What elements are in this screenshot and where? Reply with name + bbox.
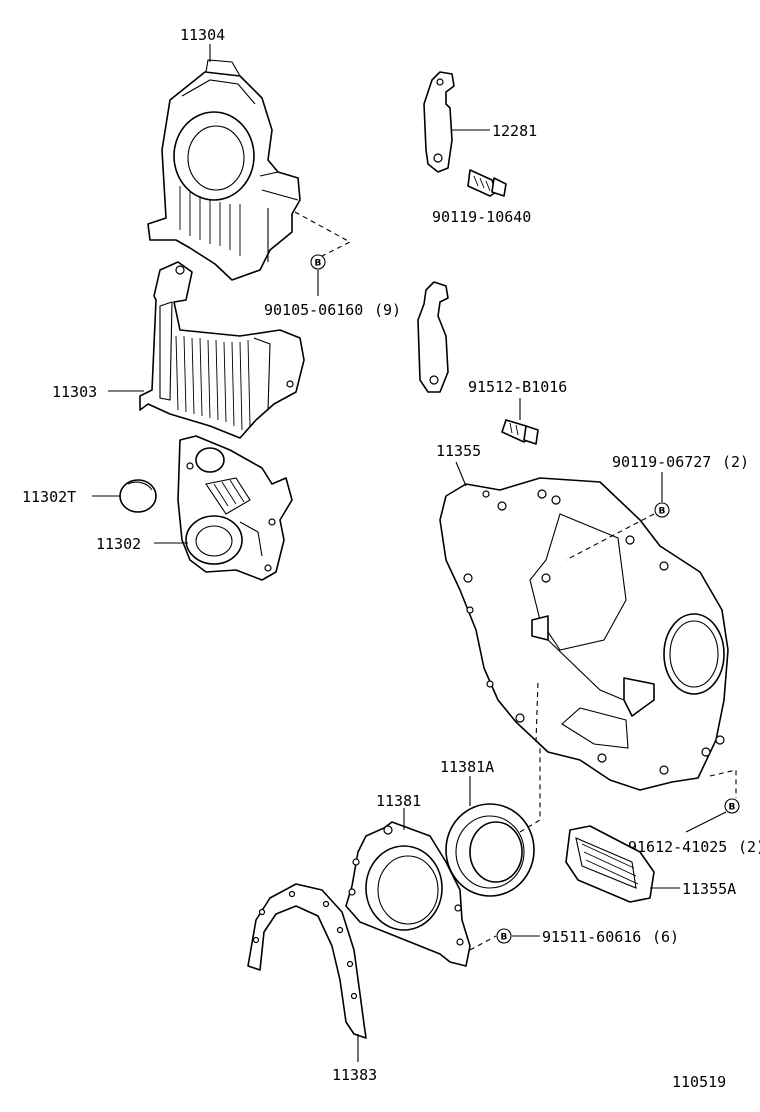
qty-90119-06727: (2)	[722, 453, 749, 471]
leader-91612-41025-dash	[709, 769, 737, 798]
label-91511-60616: 91511-60616	[542, 928, 641, 946]
leader-11381A-dash	[519, 744, 541, 833]
leader-91511-60616-dash	[469, 935, 497, 951]
badge-b-90105-06160: B	[310, 254, 326, 270]
part-11302-lower-cover[interactable]	[177, 435, 293, 581]
leader-90119-06727-dash	[565, 513, 655, 561]
label-91612-41025: 91612-41025	[628, 838, 727, 856]
part-11302T-plug[interactable]	[119, 479, 157, 513]
label-11383: 11383	[332, 1066, 377, 1084]
leader-91612-41025	[685, 811, 727, 833]
leader-11355	[455, 461, 467, 487]
label-11381A: 11381A	[440, 758, 494, 776]
badge-b-90119-06727: B	[654, 502, 670, 518]
svg-text:B: B	[315, 259, 322, 269]
label-11304: 11304	[180, 26, 225, 44]
svg-text:B: B	[659, 507, 666, 517]
label-11355: 11355	[436, 442, 481, 460]
badge-b-91612-41025: B	[724, 798, 740, 814]
label-90119-10640: 90119-10640	[432, 208, 531, 226]
qty-91612-41025: (2)	[738, 838, 760, 856]
part-11355A-cover-plate[interactable]	[565, 825, 655, 903]
part-bracket-lower[interactable]	[417, 281, 449, 393]
label-11302: 11302	[96, 535, 141, 553]
part-12281-bracket[interactable]	[423, 71, 455, 173]
part-91512-B1016-bolt[interactable]	[501, 419, 539, 445]
part-11303-middle-cover[interactable]	[139, 261, 305, 439]
qty-91511-60616: (6)	[652, 928, 679, 946]
label-12281: 12281	[492, 122, 537, 140]
figure-id: 110519	[672, 1073, 726, 1091]
label-90119-06727: 90119-06727	[612, 453, 711, 471]
svg-text:B: B	[501, 933, 508, 943]
part-90119-10640-bolt[interactable]	[467, 169, 507, 197]
part-11383-gasket[interactable]	[247, 883, 367, 1039]
label-11381: 11381	[376, 792, 421, 810]
label-11303: 11303	[52, 383, 97, 401]
qty-90105-06160: (9)	[374, 301, 401, 319]
label-11302T: 11302T	[22, 488, 76, 506]
badge-b-91511-60616: B	[496, 928, 512, 944]
leader-11304-dash	[294, 211, 352, 259]
label-91512-B1016: 91512-B1016	[468, 378, 567, 396]
alignment-dash	[535, 679, 539, 743]
label-90105-06160: 90105-06160	[264, 301, 363, 319]
label-11355A: 11355A	[682, 880, 736, 898]
part-11355-end-plate[interactable]	[439, 477, 729, 791]
part-11304-upper-cover[interactable]	[147, 59, 301, 281]
svg-text:B: B	[729, 803, 736, 813]
part-11381A-oil-seal[interactable]	[445, 803, 535, 897]
part-11381-seal-retainer[interactable]	[345, 821, 471, 967]
